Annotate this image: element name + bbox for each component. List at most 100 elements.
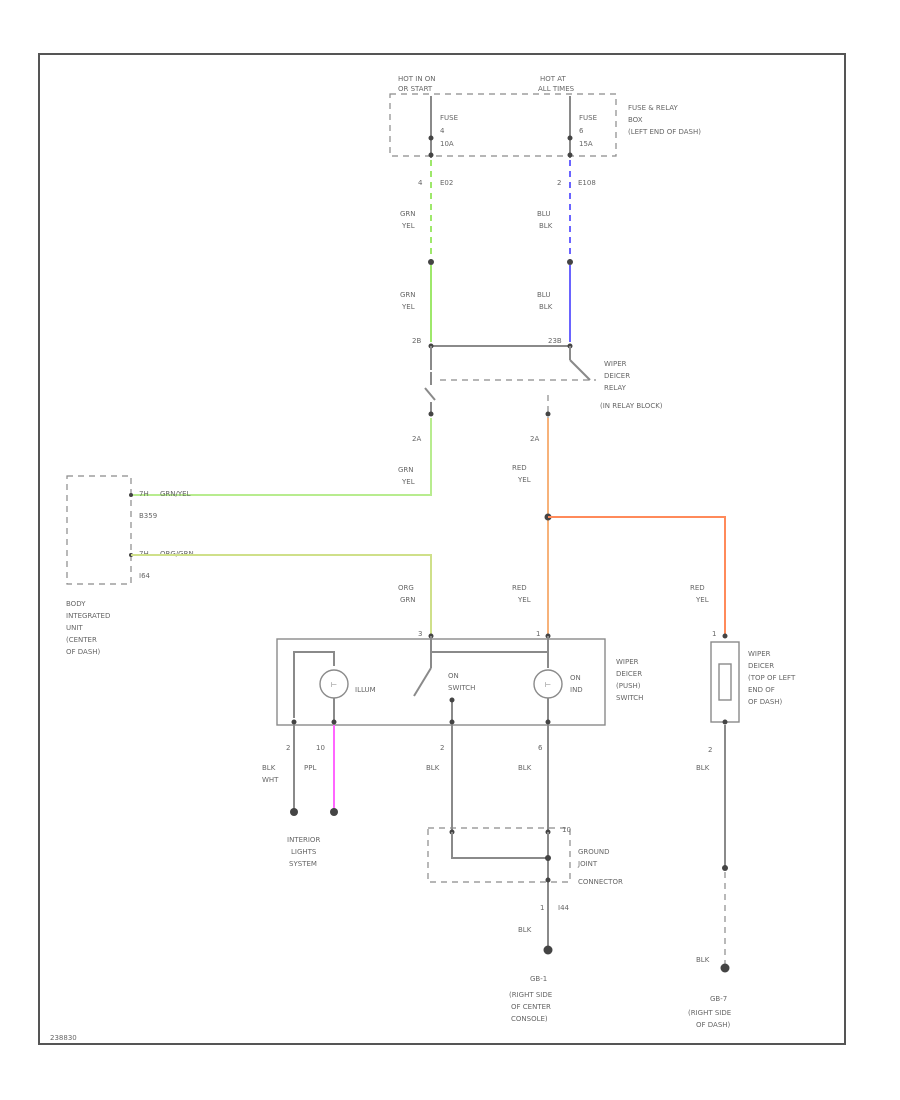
on-ind-label-1: ON	[570, 674, 581, 682]
fuse-right-number: 6	[579, 127, 584, 135]
hot-in-on-label-2: OR START	[398, 85, 433, 93]
grid-pin-top: 1	[712, 630, 716, 638]
wire-label: RED	[512, 464, 527, 472]
ground-joint-pin-top: 10	[562, 826, 571, 834]
ground-gb-7-desc-2: OF DASH)	[696, 1021, 731, 1029]
switch-label-3: (PUSH)	[616, 682, 641, 690]
wire-label: YEL	[695, 596, 709, 604]
hot-at-all-times-label-2: ALL TIMES	[538, 85, 575, 93]
switch-label-2: DEICER	[616, 670, 642, 678]
hot-at-all-times-label: HOT AT	[540, 75, 567, 83]
wire-label: YEL	[401, 222, 415, 230]
ground-joint-connector: 10 GROUND JOINT CONNECTOR	[427, 826, 623, 886]
wire-label: YEL	[401, 478, 415, 486]
biu-label-1: BODY	[66, 600, 86, 608]
wire-label: PPL	[304, 764, 316, 772]
grid-label-1: WIPER	[748, 650, 771, 658]
wire-label: RED	[690, 584, 705, 592]
interior-lights-label: INTERIOR LIGHTS SYSTEM	[287, 836, 320, 868]
interior-label-3: SYSTEM	[289, 860, 317, 868]
relay-label-2: DEICER	[604, 372, 630, 380]
wire-label: BLK	[696, 956, 710, 964]
relay-pin-right: 23B	[548, 337, 562, 345]
ground-joint-label-2: JOINT	[577, 860, 598, 868]
relay-out-left: 2A	[412, 435, 421, 443]
switch-pin-bottom-1: 2	[286, 744, 290, 752]
wire-label: YEL	[401, 303, 415, 311]
wire-label: BLK	[539, 222, 553, 230]
ground-gb-7-desc-1: (RIGHT SIDE	[688, 1009, 731, 1017]
wire-label: GRN	[398, 466, 414, 474]
switch-pin-top-right: 1	[536, 630, 540, 638]
fuse-left-terminal: 4	[418, 179, 423, 187]
wire-label: ORG	[398, 584, 414, 592]
wire-label: BLK	[696, 764, 710, 772]
wire-label: BLK	[518, 926, 532, 934]
diagram-frame	[38, 53, 846, 1045]
fuse-right-connector: E108	[578, 179, 596, 187]
biu-label-2: INTEGRATED	[66, 612, 110, 620]
wire-label: YEL	[517, 476, 531, 484]
body-integrated-unit: 7H GRN/YEL B359 7H ORG/GRN I64 BODY INTE…	[66, 475, 194, 656]
biu-label-5: OF DASH)	[66, 648, 101, 656]
on-switch-label-1: ON	[448, 672, 459, 680]
fuse-right-terminal: 2	[557, 179, 561, 187]
fuse-left-connector: E02	[440, 179, 453, 187]
wire-label: WHT	[262, 776, 279, 784]
ground-joint-label-3: CONNECTOR	[578, 878, 623, 886]
wire-blk-switch-ground: BLK BLK	[426, 725, 549, 832]
ground-joint-label-1: GROUND	[578, 848, 610, 856]
fuse-right-rating: 15A	[579, 140, 593, 148]
fuse-left-number: 4	[440, 127, 445, 135]
biu-connector-1: B359	[139, 512, 157, 520]
on-switch-label-2: SWITCH	[448, 684, 475, 692]
ground-gb-1-desc-1: (RIGHT SIDE	[509, 991, 552, 999]
relay-out-right: 2A	[530, 435, 539, 443]
fuse-box-label-2: BOX	[628, 116, 643, 124]
fuse-left-label: FUSE	[440, 114, 458, 122]
relay-pin-left: 2B	[412, 337, 421, 345]
grid-pin-bottom: 2	[708, 746, 712, 754]
relay-label-1: WIPER	[604, 360, 627, 368]
wire-label: BLK	[518, 764, 532, 772]
fuse-left-rating: 10A	[440, 140, 454, 148]
wire-label: BLK	[539, 303, 553, 311]
wire-label: GRN	[400, 596, 416, 604]
relay-label-4: (IN RELAY BLOCK)	[600, 402, 663, 410]
lamp-glyph: ⊢	[331, 681, 337, 689]
wiper-deicer-grid: 1 WIPER DEICER (TOP OF LEFT END OF OF DA…	[708, 630, 796, 754]
wire-label: YEL	[517, 596, 531, 604]
wire-label: BLK	[262, 764, 276, 772]
interior-label-2: LIGHTS	[291, 848, 317, 856]
ground-gb-1-desc-2: OF CENTER	[511, 1003, 551, 1011]
biu-label-4: (CENTER	[66, 636, 97, 644]
biu-pin-1-desc: GRN/YEL	[160, 490, 191, 498]
grid-label-5: OF DASH)	[748, 698, 783, 706]
ground-gb-1: BLK GB-1 (RIGHT SIDE OF CENTER CONSOLE)	[509, 885, 553, 1023]
switch-label-4: SWITCH	[616, 694, 643, 702]
switch-label-1: WIPER	[616, 658, 639, 666]
switch-pin-bottom-2: 10	[316, 744, 325, 752]
illum-label: ILLUM	[355, 686, 376, 694]
wire-label: BLK	[426, 764, 440, 772]
ground-joint-connector-id: I44	[558, 904, 570, 912]
figure-id: 238830	[50, 1034, 77, 1042]
fuse-relay-box: HOT IN ON OR START HOT AT ALL TIMES FUSE…	[389, 75, 701, 158]
biu-pin-1: 7H	[139, 490, 149, 498]
switch-pin-top-left: 3	[418, 630, 422, 638]
ground-gb-1-label: GB-1	[530, 975, 547, 983]
indicator-glyph: ⊢	[545, 681, 551, 689]
fuse-box-label-3: (LEFT END OF DASH)	[628, 128, 701, 136]
on-ind-label-2: IND	[570, 686, 583, 694]
wiper-deicer-switch: 3 1 ⊢ ILLUM ON SWITCH ⊢ ON IND WIPER DEI…	[276, 630, 643, 726]
ground-gb-7: BLK BLK GB-7 (RIGHT SIDE OF DASH)	[688, 725, 731, 1029]
wire-blk-wht-interior: BLK WHT	[262, 725, 298, 816]
biu-label-3: UNIT	[66, 624, 83, 632]
fuse-box-label-1: FUSE & RELAY	[628, 104, 679, 112]
relay-label-3: RELAY	[604, 384, 627, 392]
ground-joint-pin-out: 1	[540, 904, 544, 912]
grid-label-3: (TOP OF LEFT	[748, 674, 796, 682]
fuse-right-label: FUSE	[579, 114, 597, 122]
ground-gb-7-label: GB-7	[710, 995, 727, 1003]
